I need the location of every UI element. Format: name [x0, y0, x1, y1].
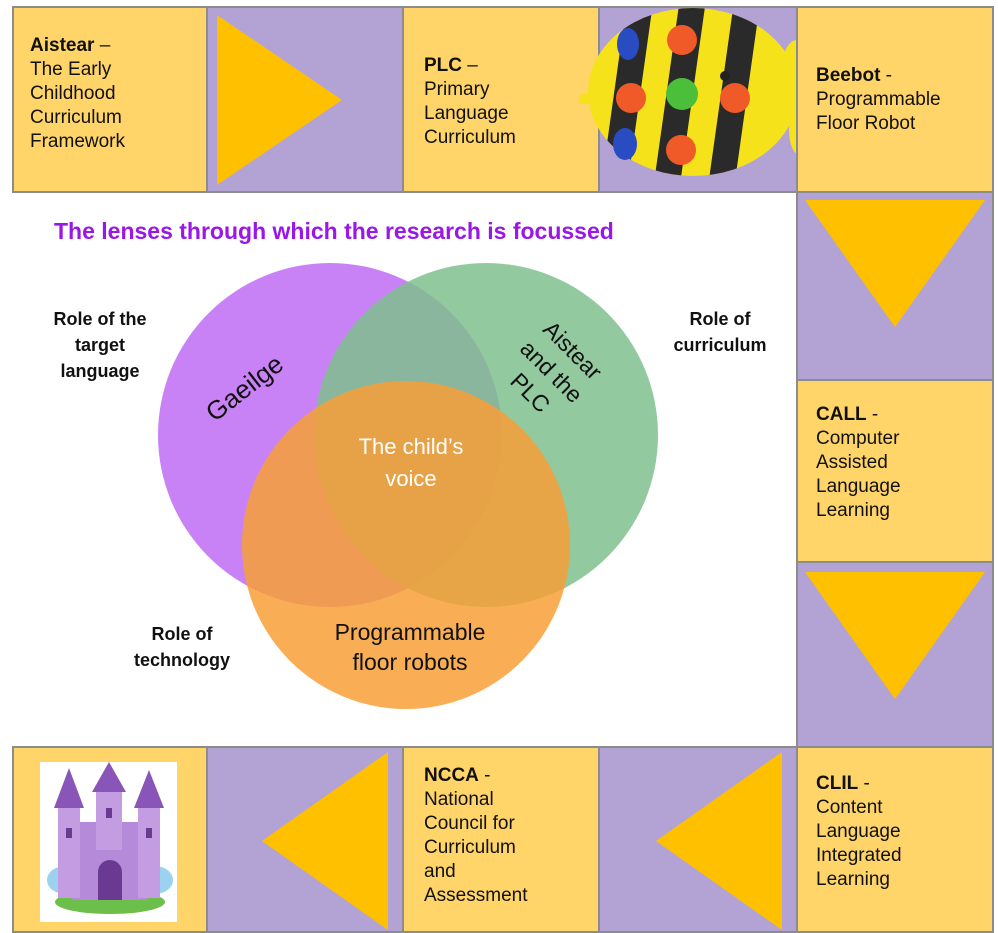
circle-robots — [242, 381, 570, 709]
clil-term: CLIL — [816, 773, 859, 794]
label-robots-1: Programmable — [335, 619, 486, 645]
call-text: CALL - Computer Assisted Language Learni… — [816, 404, 901, 521]
cell-ncca — [402, 746, 600, 933]
arrow-left-icon — [656, 752, 782, 930]
arrow-right-icon — [217, 15, 342, 185]
role-technology: Role of technology — [133, 624, 230, 670]
aistear-text: Aistear – The Early Childhood Curriculum… — [30, 35, 126, 152]
label-center-1: The child’s — [359, 434, 464, 459]
label-robots-2: floor robots — [352, 649, 467, 675]
aistear-term: Aistear — [30, 35, 95, 56]
role-curriculum: Role of curriculum — [673, 309, 767, 355]
call-term: CALL — [816, 404, 867, 425]
cell-call — [796, 379, 994, 563]
arrow-left-icon — [262, 752, 388, 930]
diagram-title: The lenses through which the research is… — [54, 218, 614, 244]
ncca-text: NCCA - National Council for Curriculum a… — [424, 765, 528, 906]
arrow-down-icon — [805, 200, 985, 327]
castle-image — [40, 762, 177, 922]
clil-text: CLIL - Content Language Integrated Learn… — [816, 773, 902, 890]
role-target-language: Role of the target language — [53, 309, 147, 381]
ncca-term: NCCA — [424, 765, 479, 786]
cell-clil — [796, 746, 994, 933]
beebot-term: Beebot — [816, 65, 881, 86]
arrow-down-icon — [805, 572, 985, 699]
beebot-robot-image — [579, 8, 813, 176]
label-center-2: voice — [385, 466, 436, 491]
cell-beebot — [796, 6, 994, 193]
beebot-text: Beebot - Programmable Floor Robot — [816, 65, 941, 134]
plc-text: PLC – Primary Language Curriculum — [424, 55, 516, 148]
plc-term: PLC — [424, 55, 462, 76]
cell-plc — [402, 6, 600, 193]
cell-aistear — [12, 6, 208, 193]
